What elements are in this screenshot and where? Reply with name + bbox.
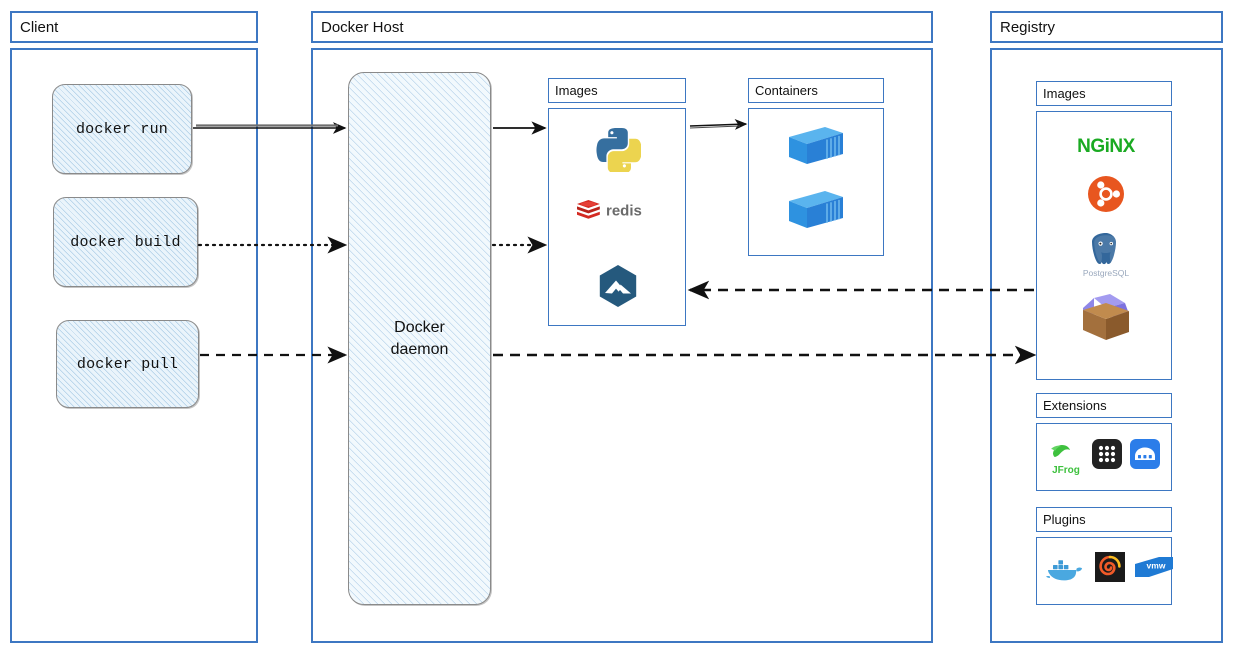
panel-title-host-containers: Containers: [748, 78, 884, 103]
panel-body-registry-images: NGiNX PostgreSQL: [1036, 111, 1172, 380]
zone-title-docker-host: Docker Host: [311, 11, 933, 43]
panel-title-registry-extensions-label: Extensions: [1043, 398, 1107, 413]
svg-text:NGiNX: NGiNX: [1077, 136, 1136, 157]
open-box-icon: [1077, 292, 1135, 344]
nginx-logo: NGiNX: [1058, 134, 1154, 158]
docker-daemon-label-line2: daemon: [390, 340, 449, 358]
vmware-logo: vmw: [1133, 554, 1175, 582]
zone-title-docker-host-label: Docker Host: [321, 18, 404, 36]
command-docker-run-label: docker run: [75, 120, 168, 138]
panel-body-host-images: redis: [548, 108, 686, 326]
docker-whale-logo: [1045, 556, 1087, 584]
jfrog-logo: JFrog: [1046, 440, 1086, 476]
ubuntu-logo: [1087, 175, 1125, 213]
panel-title-registry-extensions: Extensions: [1036, 393, 1172, 418]
panel-title-registry-plugins-label: Plugins: [1043, 512, 1086, 527]
postgresql-logo: PostgreSQL: [1081, 231, 1131, 279]
docker-daemon-label-line1: Docker: [394, 318, 445, 336]
svg-text:JFrog: JFrog: [1052, 465, 1080, 476]
zone-title-registry: Registry: [990, 11, 1223, 43]
panel-title-registry-images: Images: [1036, 81, 1172, 106]
container-box-icon: [787, 187, 845, 233]
zone-title-registry-label: Registry: [1000, 18, 1056, 36]
panel-title-host-containers-label: Containers: [755, 83, 818, 98]
panel-body-registry-extensions: JFrog: [1036, 423, 1172, 491]
container-box-icon: [787, 123, 845, 169]
redis-logo: redis: [575, 197, 661, 223]
python-logo: [593, 124, 642, 175]
command-docker-run[interactable]: docker run: [52, 84, 192, 174]
command-docker-pull-label: docker pull: [76, 355, 179, 373]
mattermost-logo: [592, 261, 644, 313]
command-docker-build-label: docker build: [70, 233, 181, 251]
grid-app-icon: [1092, 439, 1122, 469]
docker-daemon-box[interactable]: Docker daemon: [348, 72, 491, 605]
grafana-logo: [1095, 552, 1125, 582]
panel-body-registry-plugins: vmw: [1036, 537, 1175, 605]
blue-disk-icon: [1130, 439, 1160, 469]
zone-title-client-label: Client: [20, 18, 59, 36]
postgresql-logo-wordmark: PostgreSQL: [1083, 268, 1130, 278]
zone-title-client: Client: [10, 11, 258, 43]
panel-body-host-containers: [748, 108, 884, 256]
svg-text:redis: redis: [606, 203, 642, 220]
panel-title-registry-plugins: Plugins: [1036, 507, 1172, 532]
panel-title-registry-images-label: Images: [1043, 86, 1086, 101]
svg-text:vmw: vmw: [1147, 561, 1166, 571]
command-docker-pull[interactable]: docker pull: [56, 320, 199, 408]
command-docker-build[interactable]: docker build: [53, 197, 198, 287]
panel-title-host-images-label: Images: [555, 83, 598, 98]
panel-title-host-images: Images: [548, 78, 686, 103]
